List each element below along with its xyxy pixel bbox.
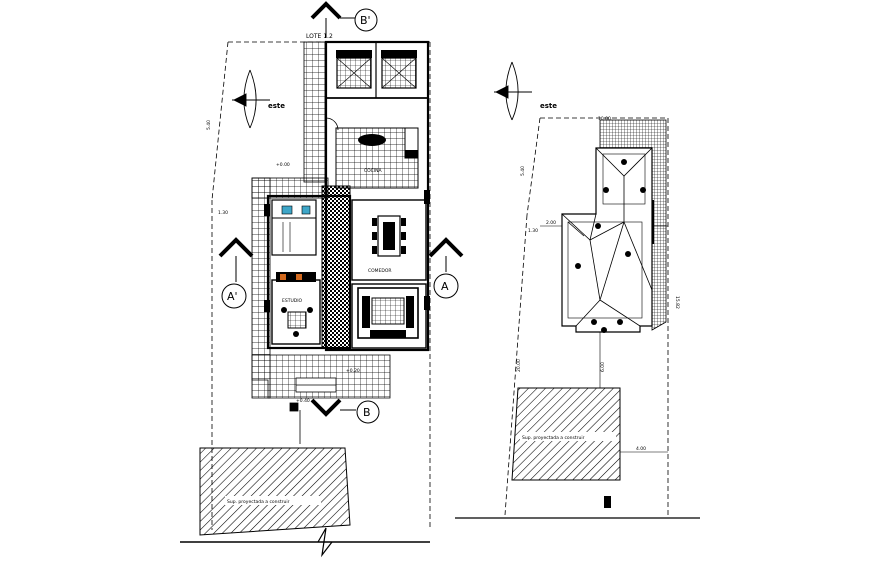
dining-label: COMEDOR xyxy=(368,268,392,274)
side-walk xyxy=(303,41,327,183)
roof-dim-left-long: 20.00 xyxy=(516,359,522,372)
section-marker-a-right: A xyxy=(428,237,464,299)
roof-dim-lines xyxy=(540,225,668,453)
roof-north-arrow-icon xyxy=(494,61,532,121)
kitchen-label: COCINA xyxy=(364,168,383,174)
floor-plan: Sup. proyectada a construir este LOTE 1.… xyxy=(180,1,464,558)
roof-dim-bottom: 4.00 xyxy=(636,446,646,452)
entry-steps xyxy=(289,377,337,412)
lot-label: LOTE 1.2 xyxy=(306,33,333,40)
roof-dim-side-left: 5.40 xyxy=(520,166,526,176)
study-room: ESTUDIO xyxy=(271,272,321,345)
roof-plan: este xyxy=(455,61,700,519)
section-marker-b-top: B' xyxy=(310,1,378,38)
roof-skylights xyxy=(575,159,646,333)
dining-room: COMEDOR xyxy=(351,199,427,281)
roof-ridges xyxy=(561,147,653,327)
left-terrace xyxy=(251,177,271,399)
roof-dim-top: 10.00 xyxy=(598,116,611,122)
stairs xyxy=(321,185,351,349)
roof-dim-right: 15.82 xyxy=(674,296,680,309)
section-a-prime-label: A' xyxy=(227,290,238,303)
bathroom xyxy=(271,199,317,256)
roof-dim-small: 2.00 xyxy=(546,220,556,226)
study-label: ESTUDIO xyxy=(282,298,303,304)
dim-level1: +0.00 xyxy=(276,162,290,168)
north-arrow-icon xyxy=(232,69,270,129)
roof-projected-area-label: Sup. proyectada a construir xyxy=(522,435,585,441)
dim-offset: 1.30 xyxy=(218,210,228,216)
projected-area-label: Sup. proyectada a construir xyxy=(227,499,290,505)
windows xyxy=(264,190,430,312)
break-symbol xyxy=(317,527,333,558)
dim-level3: +0.40 xyxy=(296,398,310,404)
roof-north-label: este xyxy=(540,102,557,110)
section-b-prime-label: B' xyxy=(360,14,371,27)
dim-level2: +0.20 xyxy=(346,368,360,374)
section-b-label: B xyxy=(363,406,371,419)
entry-terrace xyxy=(251,354,391,399)
north-label: este xyxy=(268,102,285,110)
kitchen: COCINA xyxy=(325,117,419,189)
section-marker-a-left: A' xyxy=(218,237,254,309)
roof-outline xyxy=(561,147,653,333)
roof-dim-offset: 1.30 xyxy=(528,228,538,234)
projected-area xyxy=(199,447,351,536)
section-marker-b-bottom: B xyxy=(299,398,380,444)
roof-dim-mid: 6.00 xyxy=(600,362,606,372)
roof-lot-boundary xyxy=(504,117,669,516)
dim-side: 5.40 xyxy=(206,120,212,130)
section-a-label: A xyxy=(441,280,449,293)
bedroom xyxy=(326,42,428,99)
living-room xyxy=(351,283,427,349)
